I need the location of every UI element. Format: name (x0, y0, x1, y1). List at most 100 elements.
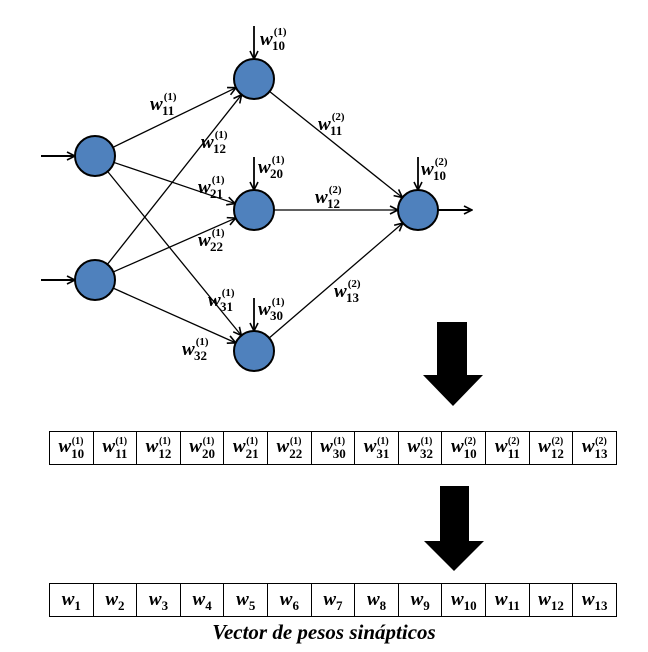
bias-label: w(1)10 (260, 26, 287, 53)
vector-cell: w11 (485, 583, 530, 617)
layer-index: (2) (595, 435, 607, 447)
weight-indices: (2)10 (464, 435, 477, 460)
connection-input-1-hidden-1 (112, 88, 236, 148)
layer-index: (2) (507, 435, 520, 447)
vector-cell: w(2)10 (441, 431, 487, 465)
vector-cell: w2 (92, 583, 138, 617)
vector-cell: w3 (136, 583, 181, 617)
down-arrow-icon (424, 486, 484, 571)
layer-index: (1) (202, 435, 215, 447)
weight-symbol: w (236, 589, 249, 610)
neuron-input-1 (74, 135, 116, 177)
weight-label: w(1)11 (150, 91, 177, 118)
weight-symbol: w (410, 589, 424, 610)
weight-symbol: w (279, 589, 293, 610)
weight-symbol: w (61, 589, 75, 610)
vector-cell: w1 (49, 583, 94, 617)
weight-symbol: w (320, 436, 333, 458)
weight-index: 32 (420, 445, 434, 461)
weight-symbol: w (145, 436, 159, 458)
vector-cell: w(1)10 (49, 431, 94, 465)
vector-cell: w(1)21 (223, 431, 269, 465)
connection-input-2-hidden-1 (106, 95, 241, 265)
vector-cell: w(1)20 (179, 431, 225, 465)
weight-symbol: w (538, 436, 551, 458)
weight-symbol: w (581, 436, 595, 458)
layer-index: (1) (289, 435, 302, 447)
neurons (74, 58, 439, 372)
vector-cell: w(1)31 (354, 431, 399, 465)
connection-input-1-hidden-3 (107, 171, 242, 336)
vector-cell: w(2)11 (485, 431, 530, 465)
weight-symbol: w (148, 589, 162, 610)
weight-symbol: w (58, 436, 72, 458)
weight-index: 2 (118, 598, 125, 613)
layer-index: (1) (420, 435, 433, 447)
down-arrow-icon (423, 322, 483, 406)
weight-index: 10 (71, 445, 85, 461)
neuron-input-2 (74, 259, 116, 301)
connection-input-1-hidden-2 (113, 161, 235, 203)
weight-index: 1 (74, 598, 81, 613)
weight-symbol: w (102, 436, 116, 458)
vector-cell: w5 (223, 583, 269, 617)
layer-index: (1) (333, 435, 346, 447)
weight-labels: w(1)11 w(1)12 w(1)21 w(1)22 w(1)31 w(1)32 w(2)… (150, 26, 448, 363)
weight-label: w(1)22 (198, 227, 225, 254)
weight-index: 9 (423, 598, 430, 613)
weight-index: 11 (115, 445, 128, 461)
connection-input-2-hidden-2 (113, 218, 235, 273)
weight-indices: (1)21 (245, 435, 259, 461)
weight-indices: (1)31 (376, 435, 389, 460)
weight-indices: (1)30 (333, 435, 346, 460)
weight-symbol: w (581, 589, 595, 610)
weight-index: 3 (161, 598, 169, 613)
connection-input-2-hidden-3 (112, 287, 235, 343)
vector-cell: w(1)30 (310, 431, 356, 465)
connections (41, 26, 472, 343)
layer-index: (2) (464, 435, 476, 447)
layer-index: (1) (377, 435, 389, 447)
weight-label: w(1)32 (182, 336, 209, 363)
bias-label: w(1)30 (258, 296, 285, 323)
weight-indices: (2)13 (594, 435, 608, 461)
weight-index: 12 (550, 598, 564, 613)
weight-index: 22 (289, 445, 303, 461)
vector-cell: w(1)11 (92, 431, 138, 465)
weight-symbol: w (192, 589, 206, 610)
layer-index: (1) (159, 435, 171, 447)
vector-cell: w4 (179, 583, 225, 617)
vector-cell: w10 (441, 583, 487, 617)
bias-label: w(2)10 (421, 156, 448, 183)
weight-symbol: w (494, 589, 508, 610)
weight-index: 11 (507, 445, 520, 461)
weight-indices: (1)32 (420, 435, 434, 461)
vector-cell: w(2)12 (528, 431, 574, 465)
layer-index: (1) (71, 435, 84, 447)
layer-index: (2) (551, 435, 564, 447)
weight-index: 8 (379, 598, 387, 613)
layer-index: (1) (115, 435, 128, 447)
weight-label: w(1)12 (201, 129, 228, 156)
weight-label: w(1)21 (198, 174, 225, 201)
weight-symbol: w (363, 436, 377, 458)
vector-cell: w(1)22 (267, 431, 312, 465)
vector-cell: w(2)13 (572, 431, 617, 465)
weight-label: w(2)13 (334, 278, 361, 305)
weight-index: 6 (292, 598, 299, 613)
vector-cell: w(1)32 (397, 431, 443, 465)
weight-index: 12 (158, 445, 172, 461)
weight-label: w(1)31 (208, 287, 235, 314)
weight-index: 21 (245, 445, 259, 461)
weight-index: 5 (248, 598, 256, 613)
weight-index: 13 (594, 445, 608, 461)
layer-index: (1) (246, 435, 258, 447)
weight-symbol: w (276, 436, 290, 458)
weight-index: 10 (463, 598, 477, 613)
connection-hidden-1-output-1 (269, 90, 403, 197)
weight-index: 7 (336, 598, 343, 613)
